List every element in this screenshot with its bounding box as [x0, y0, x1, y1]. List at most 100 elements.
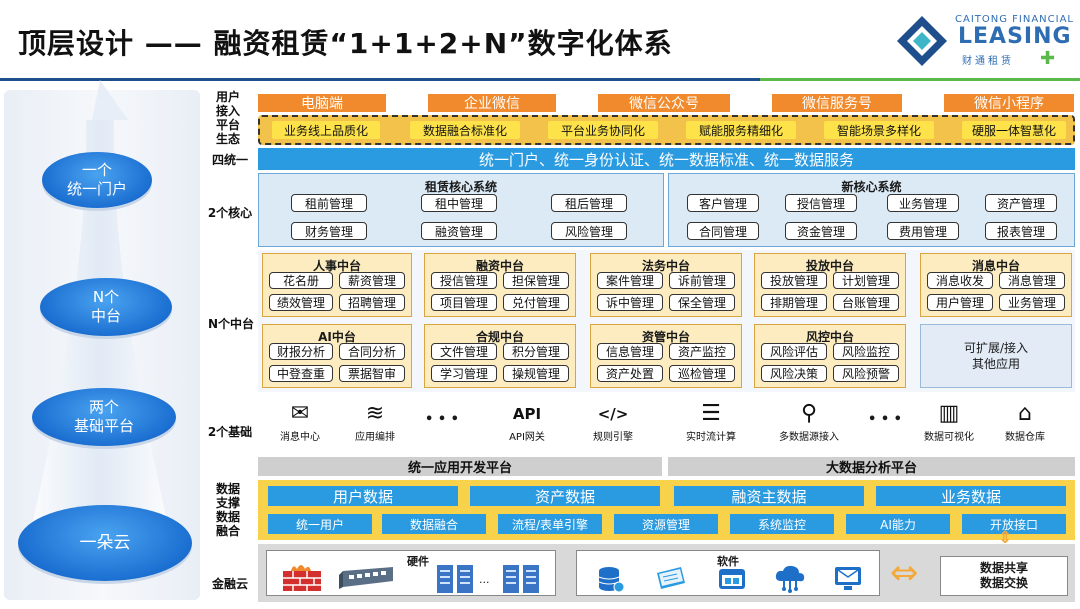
ellipsis-2: • • • [868, 412, 902, 427]
mid-item: 文件管理 [431, 343, 497, 360]
firewall-icon [283, 565, 321, 591]
eco-item: 数据融合标准化 [410, 121, 520, 139]
mid-title: 融资中台 [475, 259, 524, 273]
mid-item: 积分管理 [503, 343, 569, 360]
mid-item: 授信管理 [431, 272, 497, 289]
mid-item: 资产处置 [597, 365, 663, 382]
core-right-item: 费用管理 [887, 222, 959, 240]
ecosystem-box: 业务线上品质化 数据融合标准化 平台业务协同化 赋能服务精细化 智能场景多样化 … [258, 115, 1075, 145]
server-rack-icon [503, 565, 539, 593]
cloud-network-icon [775, 565, 805, 593]
mid-item: 诉前管理 [669, 272, 735, 289]
core-right-panel: 新核心系统 客户管理 授信管理 业务管理 资产管理 合同管理 资金管理 费用管理… [668, 173, 1075, 247]
label-two-core: 2个核心 [207, 206, 253, 220]
mid-item: 排期管理 [761, 294, 827, 311]
mid-item: 用户管理 [927, 294, 993, 311]
base-item: ⌂ 数据仓库 [990, 400, 1060, 443]
api-icon: API [512, 405, 542, 423]
mid-item: 学习管理 [431, 365, 497, 382]
eco-item: 赋能服务精细化 [686, 121, 796, 139]
base-item: </> 规则引擎 [578, 400, 648, 443]
logo-english-small: CAITONG FINANCIAL [955, 14, 1075, 25]
channel-official-account: 微信公众号 [598, 94, 730, 112]
network-icon: ⚲ [800, 401, 818, 426]
company-logo-icon [897, 16, 947, 66]
mid-item: 风险决策 [761, 365, 827, 382]
header-divider-blue [0, 78, 760, 81]
fusion-cell: 系统监控 [730, 514, 834, 534]
mid-item: 薪资管理 [339, 272, 405, 289]
hardware-dots: ... [479, 573, 490, 586]
mid-item: 计划管理 [833, 272, 899, 289]
mid-title: 投放中台 [805, 259, 854, 273]
mid-item: 兑付管理 [503, 294, 569, 311]
mid-hr: 人事中台 花名册 薪资管理 绩效管理 招聘管理 [262, 253, 412, 317]
data-cell: 融资主数据 [674, 486, 864, 506]
fusion-cell: 开放接口 [962, 514, 1066, 534]
mid-item: 招聘管理 [339, 294, 405, 311]
base-item: ✉ 消息中心 [265, 400, 335, 443]
core-left-item: 租中管理 [421, 194, 497, 212]
label-user-access: 用户 接入 平台 生态 [215, 90, 240, 146]
fusion-cell: AI能力 [846, 514, 950, 534]
mid-item: 业务管理 [999, 294, 1065, 311]
core-right-item: 资产管理 [985, 194, 1057, 212]
eco-item: 平台业务协同化 [548, 121, 658, 139]
document-icon [657, 567, 685, 589]
logo-chinese: 财通租赁 [962, 56, 1014, 67]
mid-finance: 融资中台 授信管理 担保管理 项目管理 兑付管理 [424, 253, 576, 317]
mid-item: 信息管理 [597, 343, 663, 360]
channel-service-account: 微信服务号 [772, 94, 902, 112]
updown-arrow-icon: ⇕ [998, 528, 1013, 548]
exchange-arrow-icon: ⇔ [890, 553, 919, 593]
software-label: 软件 [717, 555, 739, 568]
software-box: 软件 [576, 550, 880, 596]
core-left-item: 融资管理 [421, 222, 497, 240]
eco-item: 业务线上品质化 [272, 121, 380, 139]
platform-app-dev: 统一应用开发平台 [258, 457, 662, 476]
data-cell: 资产数据 [470, 486, 660, 506]
core-left-item: 风险管理 [551, 222, 627, 240]
base-item: ≋ 应用编排 [340, 400, 410, 443]
label-data: 数据 支撑 数据 融合 [215, 482, 240, 538]
mid-item: 案件管理 [597, 272, 663, 289]
mid-item: 担保管理 [503, 272, 569, 289]
core-right-item: 客户管理 [687, 194, 759, 212]
mid-item: 巡检管理 [669, 365, 735, 382]
eco-item: 智能场景多样化 [824, 121, 934, 139]
mid-extensible: 可扩展/接入 其他应用 [920, 324, 1072, 388]
mid-item: 风险评估 [761, 343, 827, 360]
mid-item: 投放管理 [761, 272, 827, 289]
ellipsis-1: • • • [425, 412, 459, 427]
code-icon: </> [597, 405, 629, 423]
core-left-title: 租赁核心系统 [424, 180, 497, 194]
mid-item: 消息管理 [999, 272, 1065, 289]
pyramid-level-cloud: 一朵云 [18, 505, 192, 581]
fusion-cell: 资源管理 [614, 514, 718, 534]
mid-item: 诉中管理 [597, 294, 663, 311]
core-right-title: 新核心系统 [841, 180, 902, 194]
mid-item: 风险监控 [833, 343, 899, 360]
server-icon: ☰ [701, 401, 721, 426]
data-cell: 用户数据 [268, 486, 458, 506]
mid-item: 台账管理 [833, 294, 899, 311]
database-icon [598, 567, 625, 593]
pyramid-level-portal: 一个 统一门户 [42, 152, 152, 208]
core-right-item: 业务管理 [887, 194, 959, 212]
header-divider-green [760, 78, 1080, 81]
mid-title: 风控中台 [805, 330, 854, 344]
mid-title: 法务中台 [641, 259, 690, 273]
core-left-item: 财务管理 [291, 222, 367, 240]
label-two-base: 2个基础 [207, 425, 253, 439]
mid-delivery: 投放中台 投放管理 计划管理 排期管理 台账管理 [754, 253, 906, 317]
mid-item: 合同分析 [339, 343, 405, 360]
mid-title: 人事中台 [312, 259, 361, 273]
core-right-item: 报表管理 [985, 222, 1057, 240]
base-item: ▥ 数据可视化 [914, 400, 984, 443]
channel-mini-program: 微信小程序 [944, 94, 1074, 112]
mid-title: 消息中台 [971, 259, 1020, 273]
mid-ai: AI中台 财报分析 合同分析 中登查重 票据智审 [262, 324, 412, 388]
base-item: API API网关 [492, 400, 562, 443]
mid-item: 票据智审 [339, 365, 405, 382]
mid-title: 合规中台 [475, 330, 524, 344]
